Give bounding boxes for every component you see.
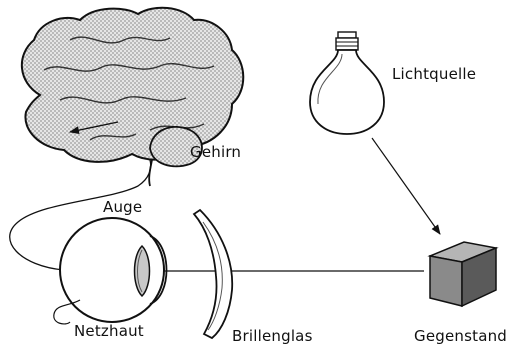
retina-label: Netzhaut	[74, 322, 144, 340]
light-bulb-icon	[310, 32, 384, 134]
object-label: Gegenstand	[414, 327, 507, 345]
brain-label: Gehirn	[190, 143, 241, 161]
object-cube	[430, 242, 496, 306]
light-source-label: Lichtquelle	[392, 65, 476, 83]
light-ray-arrow	[372, 138, 440, 234]
spectacle-lens-label: Brillenglas	[232, 327, 313, 345]
spectacle-lens	[194, 210, 232, 338]
eye-illustration	[60, 218, 167, 322]
eye-label: Auge	[103, 198, 142, 216]
